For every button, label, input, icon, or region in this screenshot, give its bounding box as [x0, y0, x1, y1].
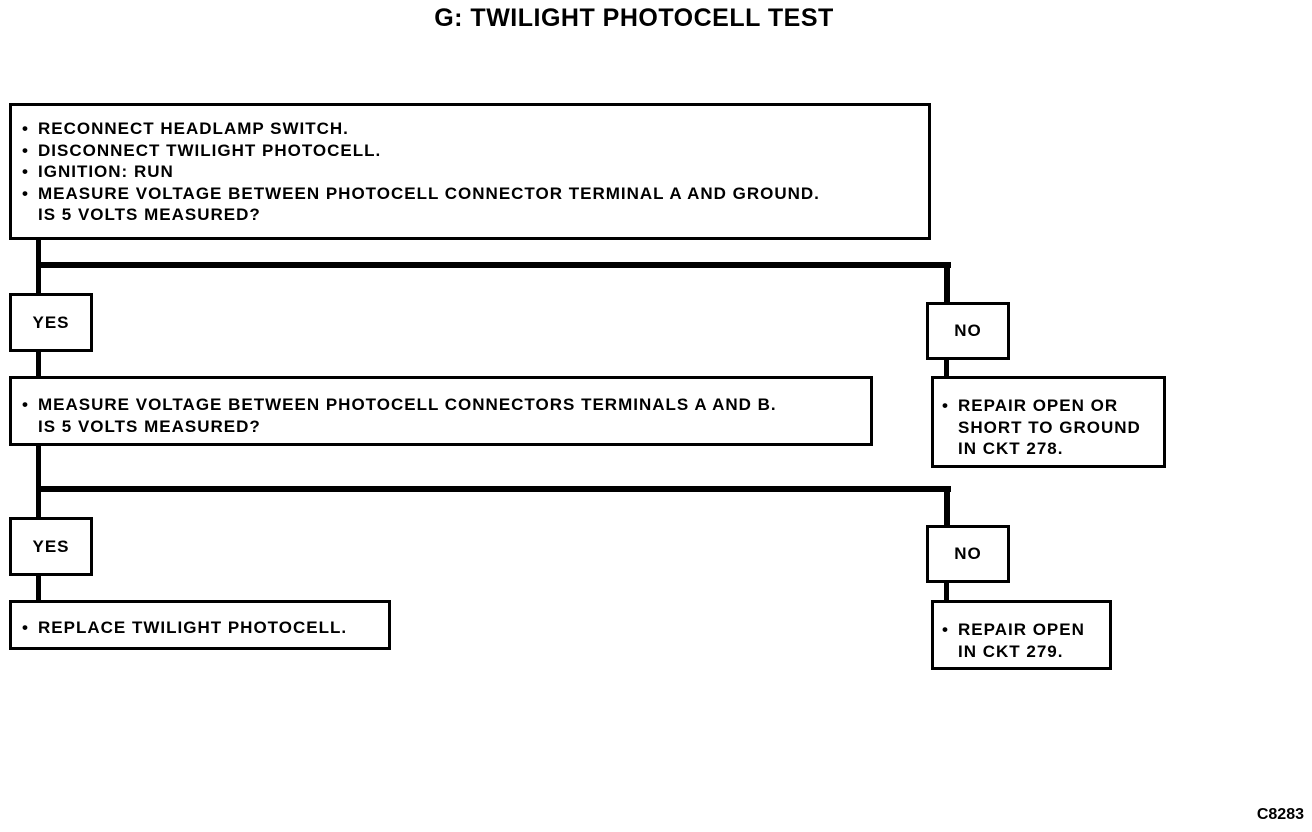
step1-bullet: MEASURE VOLTAGE BETWEEN PHOTOCELL CONNEC…	[20, 183, 928, 205]
connector-line	[36, 486, 951, 492]
repair-line: REPAIR OPEN OR	[940, 395, 1163, 417]
repair-ckt278-box: REPAIR OPEN OR SHORT TO GROUND IN CKT 27…	[931, 376, 1166, 468]
connector-line	[944, 356, 949, 378]
connector-line	[36, 574, 41, 602]
connector-line	[36, 350, 41, 378]
repair-line: IN CKT 278.	[958, 439, 1064, 458]
yes-label: YES	[9, 293, 93, 352]
repair-line: IN CKT 279.	[958, 641, 1064, 661]
repair-line: REPAIR OPEN	[940, 619, 1109, 641]
connector-line	[944, 486, 950, 528]
figure-code: C8283	[1256, 806, 1304, 823]
repair-line: SHORT TO GROUND	[958, 417, 1141, 437]
step1-question: IS 5 VOLTS MEASURED?	[38, 205, 261, 224]
yes-label: YES	[9, 517, 93, 576]
diagram-title: G: TWILIGHT PHOTOCELL TEST	[434, 4, 834, 32]
step2-question: IS 5 VOLTS MEASURED?	[38, 416, 261, 436]
step2-box: MEASURE VOLTAGE BETWEEN PHOTOCELL CONNEC…	[9, 376, 873, 446]
step1-bullet: IGNITION: RUN	[20, 161, 928, 183]
step1-bullet: DISCONNECT TWILIGHT PHOTOCELL.	[20, 140, 928, 162]
no-label: NO	[926, 302, 1010, 360]
repair-ckt279-box: REPAIR OPEN IN CKT 279.	[931, 600, 1112, 670]
replace-photocell-box: REPLACE TWILIGHT PHOTOCELL.	[9, 600, 391, 650]
replace-bullet: REPLACE TWILIGHT PHOTOCELL.	[20, 617, 388, 639]
connector-line	[36, 262, 951, 268]
no-label: NO	[926, 525, 1010, 583]
connector-line	[36, 444, 41, 520]
step2-bullet: MEASURE VOLTAGE BETWEEN PHOTOCELL CONNEC…	[20, 394, 870, 416]
step1-bullet: RECONNECT HEADLAMP SWITCH.	[20, 118, 928, 140]
connector-line	[944, 262, 950, 304]
step1-box: RECONNECT HEADLAMP SWITCH. DISCONNECT TW…	[9, 103, 931, 240]
connector-line	[944, 580, 949, 602]
